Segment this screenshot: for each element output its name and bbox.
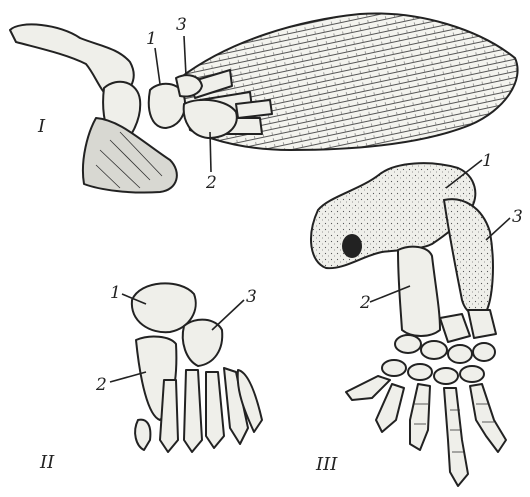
leader-I-3 <box>184 36 186 76</box>
panel-II-label-2: 2 <box>95 375 107 395</box>
panel-III-digits <box>346 376 506 486</box>
panel-III-label-2: 2 <box>359 293 371 313</box>
panel-I-label-2: 2 <box>205 173 217 193</box>
panel-I-label-1: 1 <box>146 29 157 49</box>
basal-bone-3 <box>176 75 202 96</box>
panel-III-label-1: 1 <box>482 151 493 171</box>
leader-I-1 <box>155 48 160 84</box>
leader-II-3 <box>212 300 244 330</box>
panel-II-label-1: 1 <box>110 283 121 303</box>
panel-II-limb: II 1 2 3 <box>39 283 262 473</box>
panel-I-label-3: 3 <box>176 15 187 35</box>
panel-III-roman: III <box>315 454 338 475</box>
panel-I-roman: I <box>37 116 46 137</box>
ulna-3 <box>444 199 493 315</box>
panel-III-forelimb: III 1 3 2 <box>311 151 523 486</box>
panel-II-label-3: 3 <box>246 287 257 307</box>
leader-I-2 <box>210 132 211 172</box>
panel-III-label-3: 3 <box>512 207 523 227</box>
humerus-socket <box>342 234 362 258</box>
panel-II-roman: II <box>39 452 55 473</box>
radius-2 <box>398 247 440 336</box>
